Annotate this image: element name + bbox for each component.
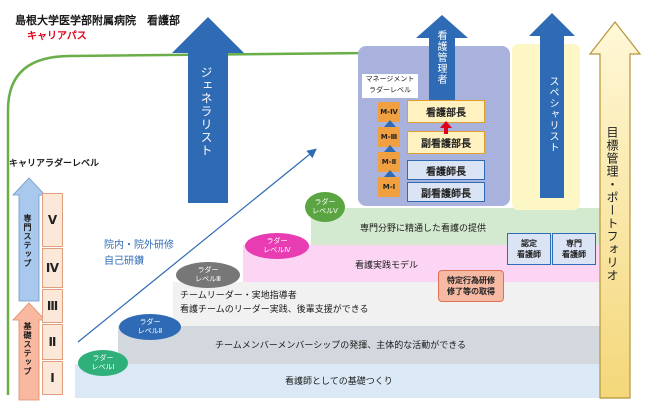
step-3-text: チームリーダー・実地指導者 看護チームのリーダー実践、後輩支援ができる [180,291,369,315]
goal-management-label: 目標管理・ポートフォリオ [605,126,619,282]
ladder-level-4-badge: ラダー レベルⅣ [245,233,309,259]
ladder-level-I: Ⅰ [42,361,63,395]
nurse-manager-arrow [416,15,468,100]
page-subtitle: キャリアパス [27,31,87,42]
ladder-level-V: Ⅴ [42,193,63,247]
mgmt-code-2: M-Ⅱ [378,152,400,172]
specified-act-training-box: 特定行為研修 修了等の取得 [438,270,504,302]
specialist-label: スペシャリスト [547,76,558,153]
certified-nurse-box: 認定 看護師 [507,233,551,265]
training-text: 院内・院外研修 自己研鑽 [104,240,174,267]
ladder-level-II: Ⅱ [42,324,63,360]
stair-step-3 [173,282,602,326]
red-up-arrow [440,121,452,134]
mgmt-title-head-nurse: 看護師長 [407,160,485,180]
ladder-level-3-badge: ラダー レベルⅢ [176,262,240,288]
step-4-text: 看護実践モデル [355,261,419,271]
page-title: 島根大学医学部附属病院 看護部 [15,14,180,27]
ladder-level-III: Ⅲ [42,289,63,323]
nurse-manager-label: 看護管理者 [435,30,446,85]
stair-step-2 [118,326,602,364]
step-2-text: チームメンバーメンバーシップの発揮、主体的な活動ができる [215,341,467,351]
mgmt-title-director: 看護部長 [407,100,485,123]
mgmt-code-connectors [384,120,396,177]
generalist-arrow [172,17,244,203]
career-ladder-label: キャリアラダーレベル [9,159,100,169]
mgmt-code-1: M-Ⅰ [378,177,400,197]
mgmt-code-3: M-Ⅲ [378,127,400,147]
generalist-label: ジェネラリスト [199,66,213,157]
goal-management-arrow [588,21,642,399]
specialty-step-label: 専門ステップ [23,214,32,268]
ladder-level-IV: Ⅳ [42,248,63,288]
basic-step-label: 基礎ステップ [23,322,32,376]
ladder-level-5-badge: ラダー レベルⅤ [305,192,345,222]
ladder-level-1-badge: ラダー レベルⅠ [78,350,128,376]
mgmt-title-deputy-head-nurse: 副看護師長 [407,182,485,202]
step-1-text: 看護師としての基礎つくり [285,377,393,387]
specialist-arrow [529,13,575,198]
mgmt-code-4: M-Ⅳ [378,102,400,122]
stair-step-1 [75,364,602,398]
ladder-level-2-badge: ラダー レベルⅡ [119,314,181,340]
specialist-nurse-box: 専門 看護師 [552,233,596,265]
step-5-text: 専門分野に精通した看護の提供 [360,224,487,234]
management-ladder-label: マネージメント ラダーレベル [362,74,418,98]
